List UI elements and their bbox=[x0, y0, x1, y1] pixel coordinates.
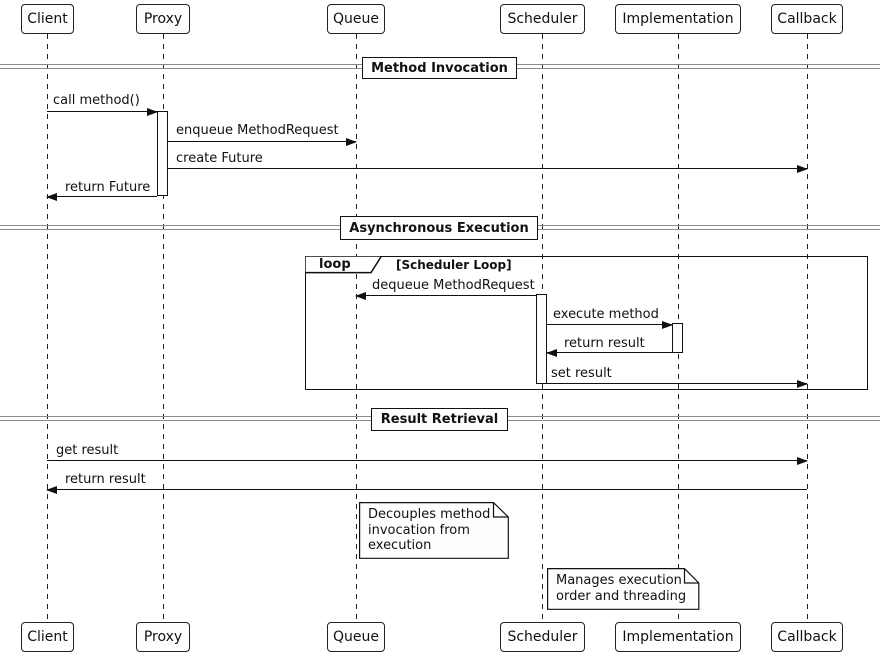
loop-keyword: loop bbox=[319, 257, 351, 272]
activation-bar-proxy bbox=[157, 111, 168, 196]
note-queue-shape bbox=[359, 502, 509, 559]
arrowhead-left-icon bbox=[46, 485, 57, 494]
message-label-return-result-loop: return result bbox=[564, 336, 645, 351]
divider-label-asynchronous-execution: Asynchronous Execution bbox=[340, 216, 538, 240]
message-arrow-create-future bbox=[168, 164, 808, 173]
note-scheduler-shape bbox=[547, 568, 700, 610]
activation-bar-implementation bbox=[672, 323, 683, 353]
lifeline-proxy bbox=[162, 34, 164, 622]
message-label-set-result: set result bbox=[551, 366, 612, 381]
message-arrow-set-result bbox=[547, 379, 808, 388]
arrowhead-right-icon bbox=[662, 320, 673, 329]
message-label-return-result-final: return result bbox=[65, 472, 146, 487]
lifeline-client bbox=[46, 34, 48, 622]
divider-label-method-invocation: Method Invocation bbox=[362, 57, 517, 79]
lifeline-callback bbox=[806, 34, 808, 622]
message-arrow-call-method bbox=[47, 107, 158, 116]
participant-callback-top: Callback bbox=[771, 4, 843, 34]
message-arrow-dequeue-methodrequest bbox=[355, 291, 536, 300]
note-scheduler-text: Manages execution order and threading bbox=[556, 573, 687, 604]
message-label-dequeue-methodrequest: dequeue MethodRequest bbox=[372, 278, 535, 293]
arrowhead-right-icon bbox=[797, 379, 808, 388]
participant-queue-top: Queue bbox=[327, 4, 385, 34]
arrowhead-right-icon bbox=[147, 107, 158, 116]
arrowhead-left-icon bbox=[355, 291, 366, 300]
message-label-get-result: get result bbox=[56, 443, 119, 458]
activation-bar-scheduler bbox=[536, 294, 547, 384]
message-label-create-future: create Future bbox=[176, 151, 263, 166]
message-arrow-return-future bbox=[46, 192, 157, 201]
arrowhead-right-icon bbox=[797, 164, 808, 173]
participant-client-bottom: Client bbox=[21, 622, 74, 652]
participant-proxy-bottom: Proxy bbox=[136, 622, 190, 652]
message-label-execute-method: execute method bbox=[553, 307, 659, 322]
participant-implementation-top: Implementation bbox=[615, 4, 741, 34]
participant-client-top: Client bbox=[21, 4, 74, 34]
participant-proxy-top: Proxy bbox=[136, 4, 190, 34]
participant-queue-bottom: Queue bbox=[327, 622, 385, 652]
message-label-enqueue-methodrequest: enqueue MethodRequest bbox=[176, 123, 339, 138]
message-arrow-return-result-loop bbox=[546, 348, 672, 357]
message-arrow-return-result-final bbox=[46, 485, 807, 494]
note-fold-icon bbox=[683, 568, 699, 584]
participant-scheduler-bottom: Scheduler bbox=[500, 622, 585, 652]
message-arrow-get-result bbox=[47, 456, 808, 465]
lifeline-queue bbox=[355, 34, 357, 622]
note-fold-icon bbox=[492, 502, 509, 518]
message-arrow-execute-method bbox=[547, 320, 673, 329]
message-label-return-future: return Future bbox=[65, 180, 151, 195]
message-label-call-method: call method() bbox=[53, 93, 140, 108]
arrowhead-right-icon bbox=[346, 137, 357, 146]
loop-condition: [Scheduler Loop] bbox=[396, 258, 512, 272]
participant-scheduler-top: Scheduler bbox=[500, 4, 585, 34]
arrowhead-left-icon bbox=[546, 348, 557, 357]
loop-tab bbox=[305, 256, 383, 274]
participant-implementation-bottom: Implementation bbox=[615, 622, 741, 652]
divider-label-result-retrieval: Result Retrieval bbox=[371, 408, 508, 431]
participant-callback-bottom: Callback bbox=[771, 622, 843, 652]
loop-frame bbox=[305, 256, 868, 390]
arrowhead-right-icon bbox=[797, 456, 808, 465]
message-arrow-enqueue-methodrequest bbox=[168, 137, 357, 146]
note-queue-text: Decouples method invocation from executi… bbox=[368, 507, 491, 553]
arrowhead-left-icon bbox=[46, 192, 57, 201]
